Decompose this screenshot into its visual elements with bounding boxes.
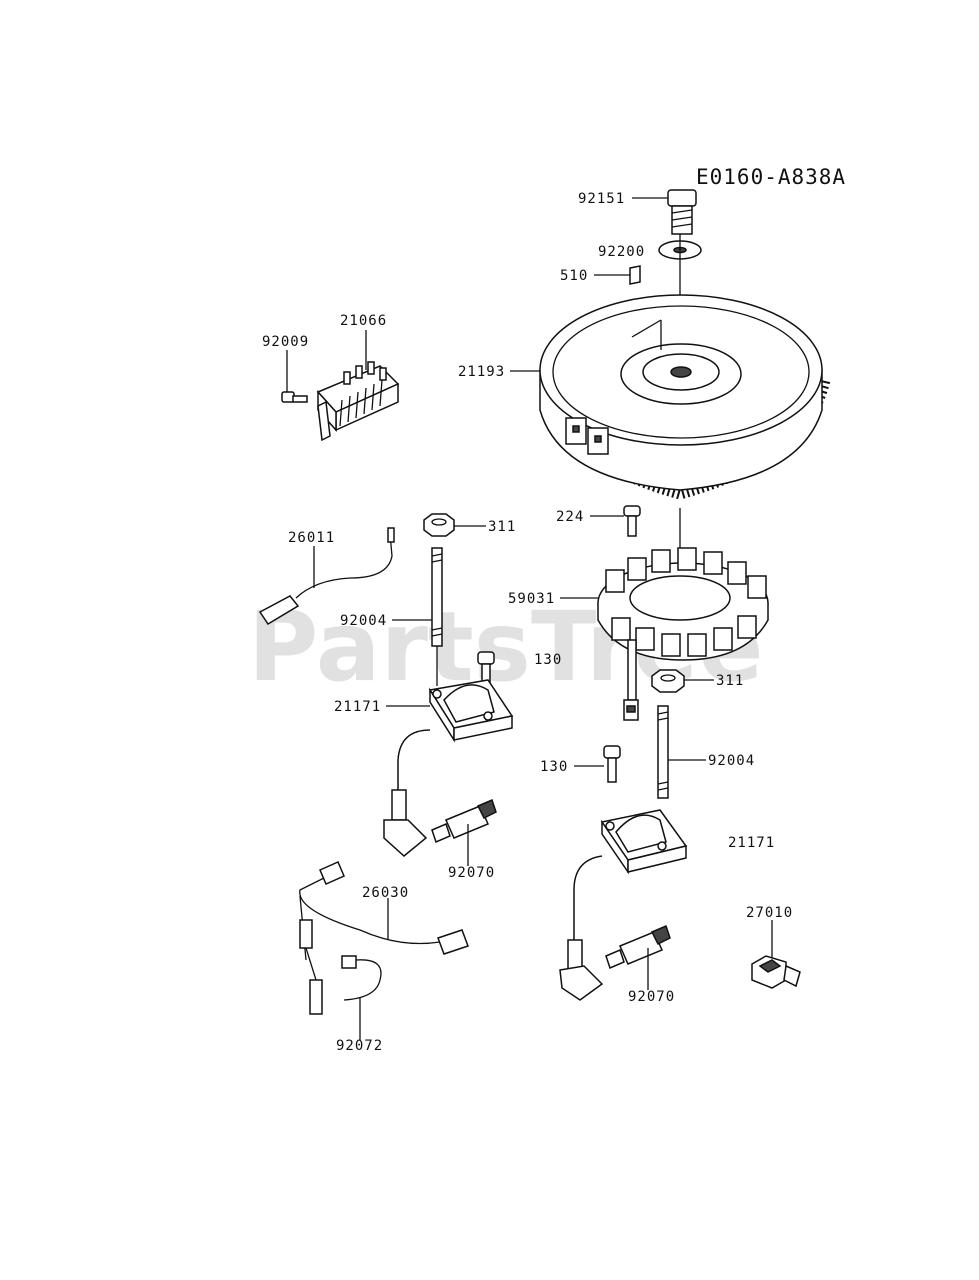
bolt-130-lower[interactable] [603, 745, 621, 783]
bolt-92009[interactable] [281, 391, 308, 403]
lead-26011[interactable] [258, 527, 395, 626]
label-92200: 92200 [598, 244, 645, 260]
diagram-code: E0160-A838A [696, 165, 846, 189]
bolt-224[interactable] [623, 505, 641, 537]
ignition-coil-21171-left[interactable] [383, 679, 514, 857]
spark-plug-92070-right[interactable] [605, 924, 671, 970]
ignition-coil-21171-right[interactable] [559, 809, 688, 1001]
label-26011: 26011 [288, 530, 335, 546]
label-92004-right: 92004 [708, 753, 755, 769]
nut-311-lower[interactable] [651, 669, 685, 693]
switch-27010[interactable] [751, 955, 801, 989]
stator-59031[interactable] [597, 547, 769, 701]
label-92072: 92072 [336, 1038, 383, 1054]
label-59031: 59031 [508, 591, 555, 607]
label-130-upper: 130 [534, 652, 562, 668]
label-92009: 92009 [262, 334, 309, 350]
label-21171-left: 21171 [334, 699, 381, 715]
stud-92004-left[interactable] [431, 547, 443, 647]
key-510[interactable] [629, 265, 641, 285]
label-26030: 26030 [362, 885, 409, 901]
label-21171-right: 21171 [728, 835, 775, 851]
stud-92004-right[interactable] [657, 705, 669, 799]
label-92151: 92151 [578, 191, 625, 207]
stator-connector[interactable] [623, 699, 639, 721]
label-92004-left: 92004 [340, 613, 387, 629]
nut-311-upper[interactable] [423, 513, 455, 537]
lead-92072[interactable] [341, 955, 382, 1001]
label-92070-left: 92070 [448, 865, 495, 881]
label-510: 510 [560, 268, 588, 284]
label-21066: 21066 [340, 313, 387, 329]
flywheel-21193[interactable] [539, 294, 831, 500]
label-21193: 21193 [458, 364, 505, 380]
label-27010: 27010 [746, 905, 793, 921]
label-92070-right: 92070 [628, 989, 675, 1005]
harness-26030[interactable] [299, 861, 469, 1015]
label-130-lower: 130 [540, 759, 568, 775]
label-224: 224 [556, 509, 584, 525]
regulator-21066[interactable] [316, 361, 400, 442]
bolt-92151[interactable] [667, 189, 697, 235]
label-311-lower: 311 [716, 673, 744, 689]
label-311-upper: 311 [488, 519, 516, 535]
spark-plug-92070-left[interactable] [431, 798, 497, 844]
bolt-130-left[interactable] [477, 651, 495, 689]
